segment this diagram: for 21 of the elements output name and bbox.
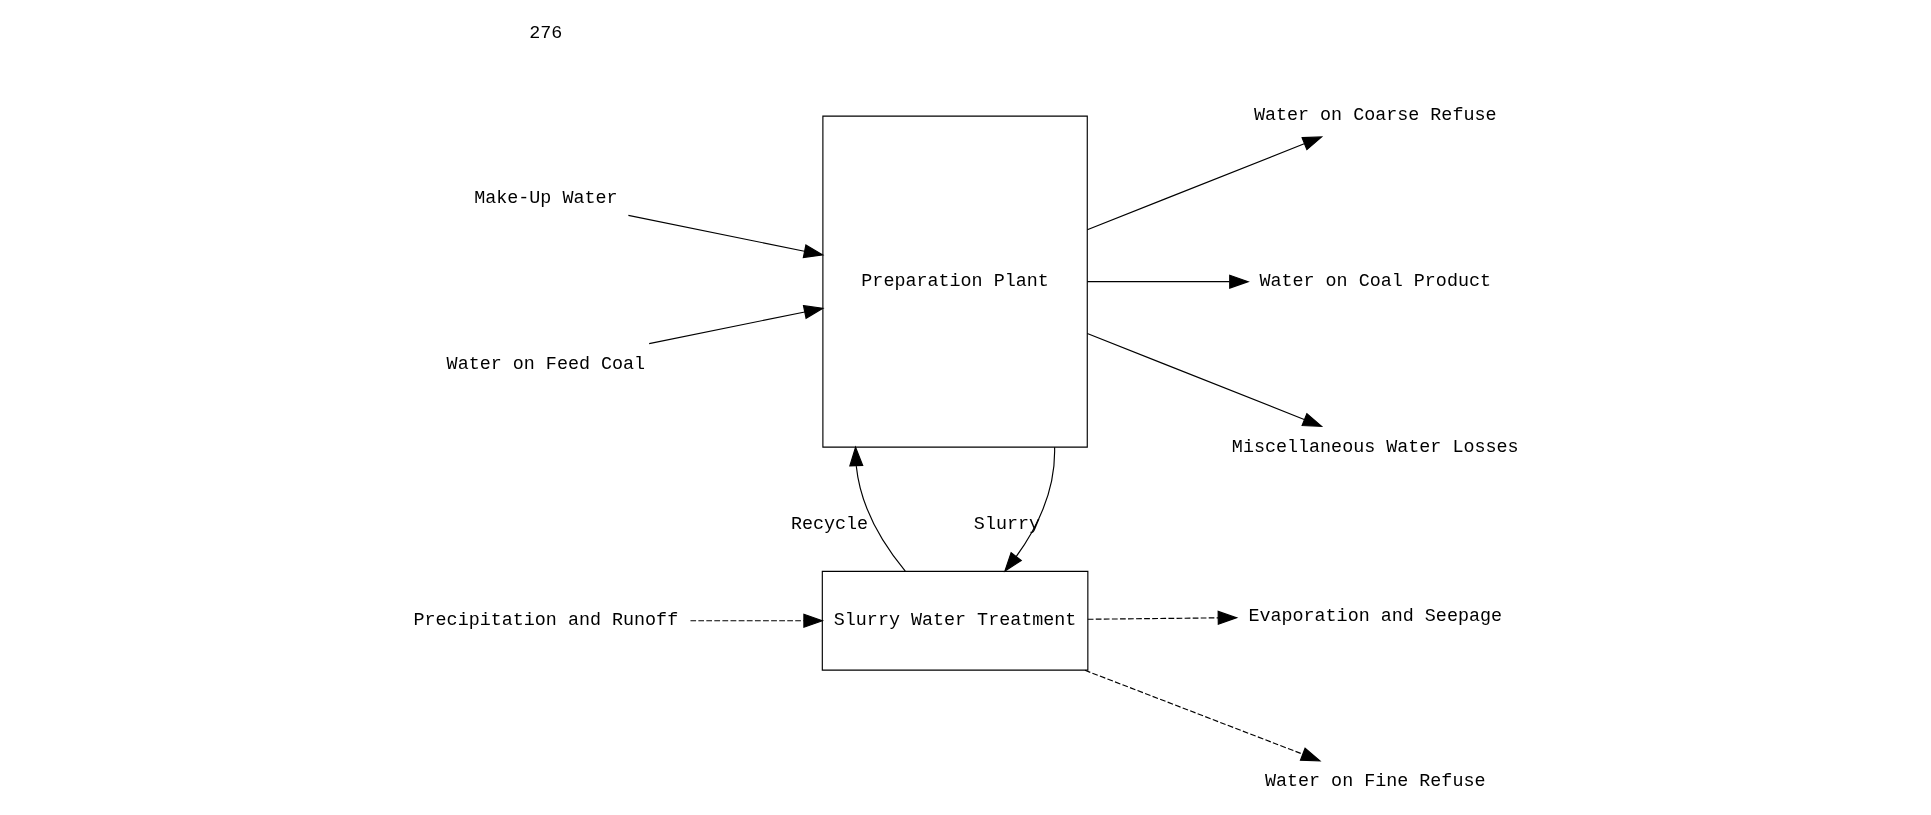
node-text: Water on Feed Coal: [446, 353, 645, 375]
label: 276: [528, 22, 562, 44]
arrow: [1083, 669, 1322, 762]
node-text: Evaporation and Seepage: [1247, 605, 1502, 627]
arrow: [1086, 332, 1323, 427]
arrow: [689, 613, 824, 628]
node-text: Water on Fine Refuse: [1264, 771, 1485, 793]
node-text: Precipitation and Runoff: [413, 610, 678, 632]
arrow: [627, 214, 824, 259]
arrow: [1086, 136, 1323, 231]
node-box: Slurry Water Treatment: [821, 570, 1088, 671]
arrow: [848, 445, 906, 572]
node-text: Make-Up Water: [473, 188, 618, 210]
arrow: [1086, 610, 1238, 626]
node-box: Preparation Plant: [821, 115, 1088, 448]
arrow: [1086, 274, 1250, 289]
node-text: Water on Coarse Refuse: [1253, 105, 1497, 127]
edge-label: Recycle: [790, 513, 868, 535]
arrow: [648, 304, 824, 345]
node-text: Miscellaneous Water Losses: [1231, 436, 1519, 458]
node-text: Water on Coal Product: [1258, 271, 1491, 292]
